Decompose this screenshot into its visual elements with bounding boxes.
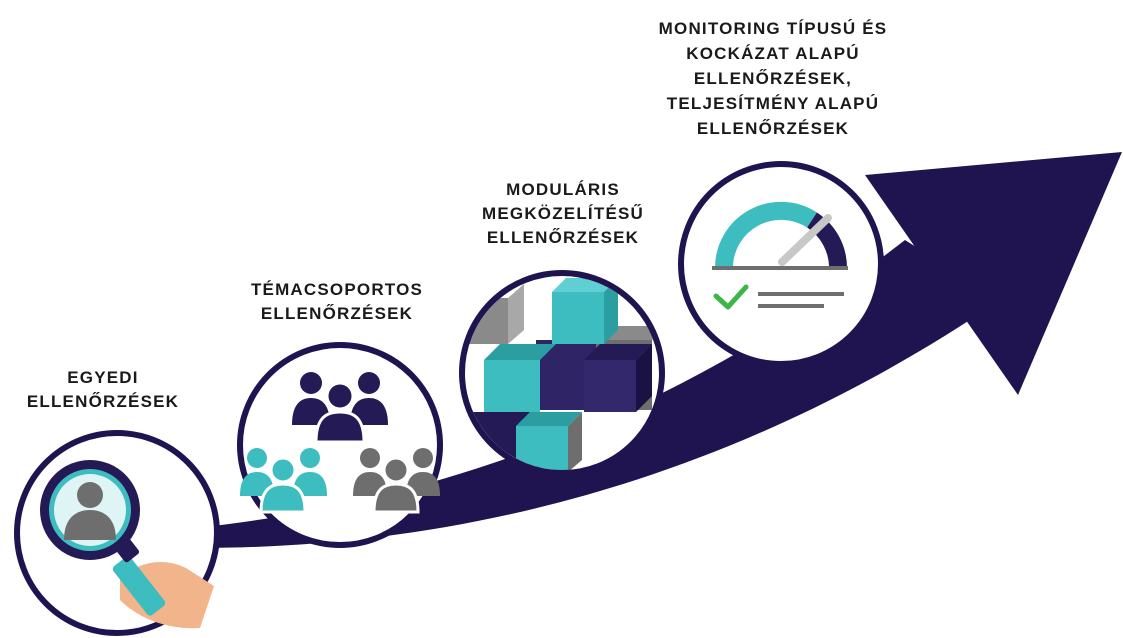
check-icon <box>713 284 749 310</box>
label-line: MEGKÖZELÍTÉSŰ <box>482 204 644 223</box>
label-line: KOCKÁZAT ALAPÚ <box>686 44 860 63</box>
label-line: ELLENŐRZÉSEK <box>260 304 414 323</box>
label-line: MONITORING TÍPUSÚ ÉS <box>658 19 888 38</box>
stage-circle-monitoring <box>678 161 884 367</box>
stage-circle-egyedi <box>14 430 220 636</box>
stage-label-egyedi: EGYEDI ELLENŐRZÉSEK <box>18 366 188 414</box>
stage-label-monitoring: MONITORING TÍPUSÚ ÉS KOCKÁZAT ALAPÚ ELLE… <box>612 16 934 141</box>
label-line: TELJESÍTMÉNY ALAPÚ <box>666 94 880 113</box>
cubes-icon <box>465 278 659 470</box>
label-line: ELLENŐRZÉSEK <box>486 228 640 247</box>
label-line: ELLENŐRZÉSEK <box>696 119 850 138</box>
magnifier-person-icon <box>40 460 214 629</box>
label-line: MODULÁRIS <box>506 180 620 199</box>
gauge-checklist-icon <box>712 201 848 310</box>
label-line: ELLENŐRZÉSEK, <box>693 69 853 88</box>
stage-label-modularis: MODULÁRIS MEGKÖZELÍTÉSŰ ELLENŐRZÉSEK <box>458 178 668 250</box>
people-groups-icon <box>240 372 440 514</box>
label-line: TÉMACSOPORTOS <box>250 280 424 299</box>
stage-label-temacsoportos: TÉMACSOPORTOS ELLENŐRZÉSEK <box>222 278 452 326</box>
stage-circle-modularis <box>459 270 665 476</box>
stage-circle-temacsoportos <box>237 342 443 548</box>
label-line: EGYEDI <box>67 368 139 387</box>
label-line: ELLENŐRZÉSEK <box>26 392 180 411</box>
arrow-head <box>865 152 1122 395</box>
